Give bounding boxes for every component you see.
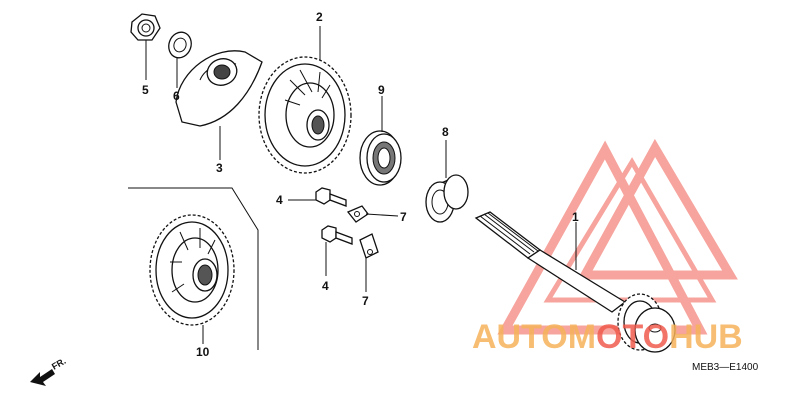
callout-4-lower: 4 <box>322 279 329 293</box>
callout-3: 3 <box>216 161 223 175</box>
shaft-part-1 <box>474 211 676 353</box>
callout-9: 9 <box>378 83 385 97</box>
bearing-part-9 <box>359 130 402 186</box>
lock-plate-part-7-upper <box>346 205 369 223</box>
nut-part-5 <box>130 13 161 41</box>
front-arrow-label: FR. <box>50 356 68 372</box>
callout-5: 5 <box>142 83 149 97</box>
callout-8: 8 <box>442 125 449 139</box>
callout-10: 10 <box>196 345 210 359</box>
callout-7-lower: 7 <box>362 294 369 308</box>
watermark-text: AUTOMOTOHUB <box>472 318 743 356</box>
callout-7-upper: 7 <box>400 210 407 224</box>
bolt-part-4-upper <box>315 187 347 207</box>
gear-part-2 <box>258 56 352 174</box>
callout-1: 1 <box>572 210 579 224</box>
collar-part-8 <box>425 174 469 223</box>
lock-plate-part-7-lower <box>359 233 379 259</box>
bolt-part-4-lower <box>321 225 353 245</box>
front-direction-arrow-icon <box>30 369 55 386</box>
callout-4-upper: 4 <box>276 193 283 207</box>
leader-lines <box>145 26 577 344</box>
section-frame-line <box>128 187 259 350</box>
washer-part-6 <box>168 31 192 59</box>
callout-6: 6 <box>173 89 180 103</box>
gear-part-10 <box>149 214 235 326</box>
guide-plate-part-3 <box>175 50 263 127</box>
diagram-code: MEB3—E1400 <box>692 362 759 373</box>
callout-2: 2 <box>316 10 323 24</box>
